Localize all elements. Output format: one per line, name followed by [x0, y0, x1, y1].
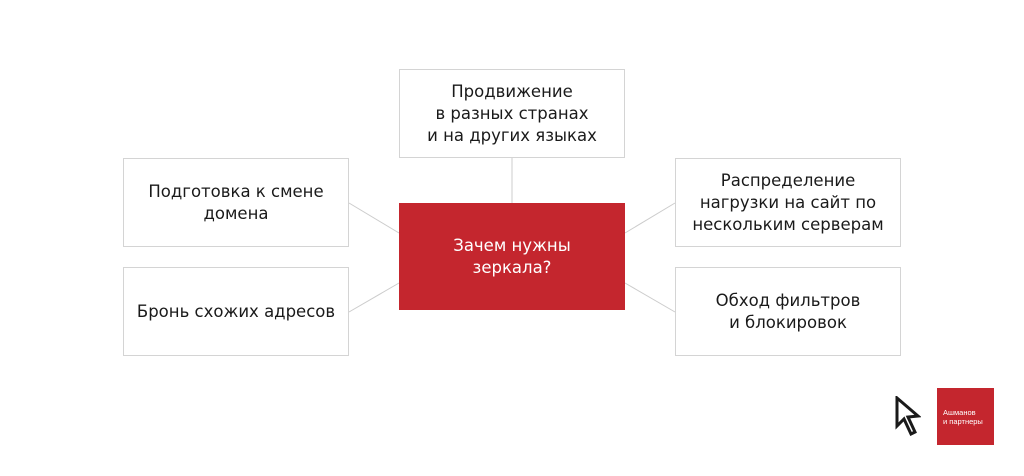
- node-promotion: Продвижение в разных странах и на других…: [399, 69, 625, 158]
- node-similar-addresses: Бронь схожих адресов: [123, 267, 349, 356]
- brand-logo: Ашманов и партнеры: [937, 388, 994, 445]
- node-domain-change: Подготовка к смене домена: [123, 158, 349, 247]
- brand-logo-line1: Ашманов: [943, 407, 976, 417]
- node-center-question: Зачем нужны зеркала?: [399, 203, 625, 310]
- connector-left-top: [348, 202, 400, 234]
- node-load-distribution: Распределение нагрузки на сайт по нескол…: [675, 158, 901, 247]
- cursor-logo-icon: [895, 396, 921, 436]
- connector-right-bottom: [624, 282, 676, 313]
- brand-logo-line2: и партнеры: [943, 416, 983, 426]
- connector-left-bottom: [348, 282, 400, 313]
- node-filter-bypass: Обход фильтров и блокировок: [675, 267, 901, 356]
- connector-right-top: [624, 202, 676, 234]
